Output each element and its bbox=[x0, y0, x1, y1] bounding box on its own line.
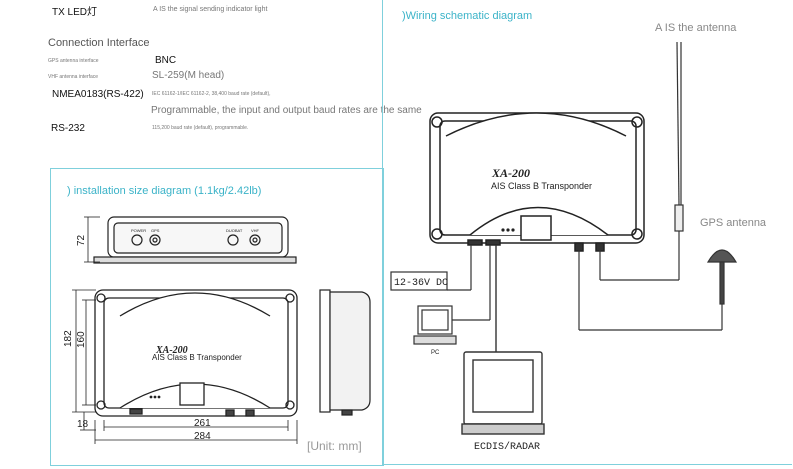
device-model-install: XA-200 bbox=[155, 345, 188, 356]
pc-drawing bbox=[413, 245, 491, 345]
dim-72: 72 bbox=[76, 234, 87, 246]
gps-antenna-drawing bbox=[578, 249, 738, 331]
device-subtitle-wiring: AIS Class B Transponder bbox=[491, 181, 592, 191]
wiring-panel-title: )Wiring schematic diagram bbox=[402, 10, 532, 22]
gps-antenna-label: GPS antenna bbox=[700, 217, 767, 229]
dim-284: 284 bbox=[194, 431, 211, 442]
dim-18: 18 bbox=[77, 419, 89, 430]
vhf-port-label: VHF bbox=[251, 228, 260, 233]
ecdis-label: ECDIS/RADAR bbox=[474, 441, 540, 453]
wiring-device bbox=[429, 112, 645, 252]
nmea-label: NMEA0183(RS-422) bbox=[52, 89, 144, 100]
wiring-title-bracket: ) bbox=[402, 10, 406, 22]
dim-182: 182 bbox=[63, 330, 74, 347]
front-view bbox=[93, 216, 297, 264]
tx-led-value: A IS the signal sending indicator light bbox=[153, 6, 268, 13]
device-subtitle-install: AIS Class B Transponder bbox=[152, 353, 242, 362]
installation-panel-title: ) installation size diagram (1.1kg/2.42l… bbox=[67, 185, 262, 197]
dim-horizontal-lines bbox=[94, 420, 298, 444]
top-view-device bbox=[94, 289, 298, 417]
gps-interface-value: BNC bbox=[155, 55, 177, 66]
wiring-title-text: Wiring schematic diagram bbox=[405, 10, 533, 22]
ais-antenna-drawing bbox=[599, 41, 684, 281]
power-wiring bbox=[390, 245, 472, 291]
vhf-interface-label: VHF antenna interface bbox=[48, 74, 99, 80]
bottom-border bbox=[382, 464, 792, 465]
installation-panel-border bbox=[50, 168, 384, 466]
nmea-value: IEC 61162-1/IEC 61162-2, 38,400 baud rat… bbox=[152, 91, 271, 97]
connection-interface-heading: Connection Interface bbox=[48, 37, 150, 49]
ecdis-drawing bbox=[461, 245, 545, 435]
dim-261: 261 bbox=[194, 418, 211, 429]
power-label: POWER bbox=[131, 228, 146, 233]
side-view-device bbox=[319, 289, 371, 416]
ais-antenna-label: A IS the antenna bbox=[655, 22, 737, 34]
gps-interface-label: GPS antenna interface bbox=[48, 58, 99, 64]
unit-label: [Unit: mm] bbox=[307, 439, 362, 453]
tx-led-label: TX LED灯 bbox=[52, 7, 98, 18]
power-label: 12-36V DC bbox=[394, 278, 448, 289]
dim-160: 160 bbox=[76, 331, 87, 348]
device-model-wiring: XA-200 bbox=[491, 166, 530, 180]
wiring-panel-border bbox=[382, 0, 383, 464]
rs232-label: RS-232 bbox=[51, 123, 85, 134]
gps-port-label: GPS bbox=[151, 228, 160, 233]
pc-label: PC bbox=[431, 350, 440, 356]
nmea-note: Programmable, the input and output baud … bbox=[151, 105, 422, 116]
vhf-interface-value: SL-259(M head) bbox=[152, 70, 225, 81]
dim-vertical-lines bbox=[72, 289, 96, 431]
rs232-value: 115,200 baud rate (default), programmabl… bbox=[152, 125, 249, 131]
duobat-label: DUOBAT bbox=[226, 228, 243, 233]
dim-72-line bbox=[84, 216, 100, 263]
